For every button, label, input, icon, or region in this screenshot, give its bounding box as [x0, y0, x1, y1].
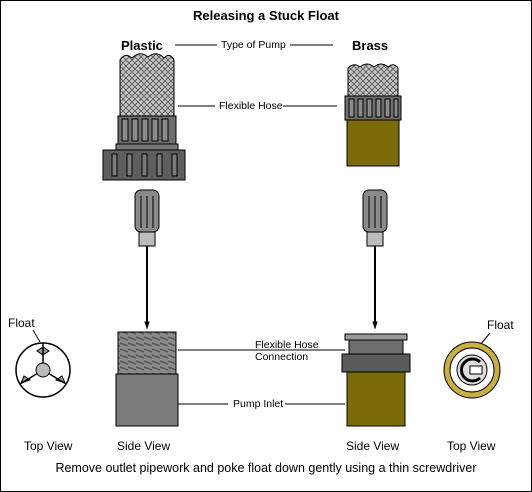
label-pump-inlet: Pump Inlet	[233, 398, 284, 410]
brass-top-view-caption: Top View	[447, 439, 496, 453]
screwdriver-plastic	[134, 189, 160, 330]
brass-side-view	[341, 333, 411, 427]
diagram-title: Releasing a Stuck Float	[193, 8, 339, 23]
label-float-brass: Float	[487, 318, 514, 332]
label-hose-connection-2: Connection	[255, 351, 309, 363]
label-flexible-hose: Flexible Hose	[219, 100, 283, 112]
plastic-side-view-caption: Side View	[117, 439, 171, 453]
label-hose-connection-1: Flexible Hose	[255, 339, 319, 351]
plastic-side-view	[115, 331, 179, 427]
plastic-top-view-float	[15, 342, 71, 398]
label-float-plastic: Float	[8, 316, 35, 330]
brass-side-view-caption: Side View	[346, 439, 400, 453]
plastic-pump-heading: Plastic	[121, 38, 163, 53]
brass-top-view-float	[443, 341, 501, 399]
leader-lines	[32, 44, 491, 405]
brass-pump-heading: Brass	[352, 38, 389, 53]
plastic-top-view-caption: Top View	[24, 439, 73, 453]
brass-hose-assembly	[344, 63, 402, 167]
label-type-of-pump: Type of Pump	[221, 39, 286, 51]
instruction-footer: Remove outlet pipework and poke float do…	[55, 461, 477, 475]
plastic-hose-assembly	[102, 53, 186, 181]
screwdriver-brass	[362, 189, 388, 330]
